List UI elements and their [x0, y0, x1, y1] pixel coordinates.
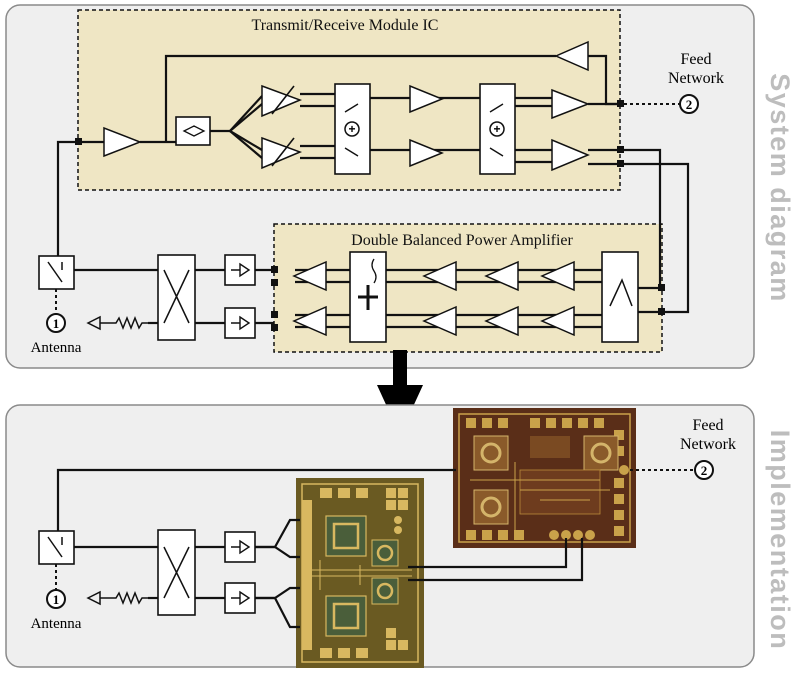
pa-port-out-c — [271, 311, 278, 318]
trm-port-tx-a — [617, 146, 624, 153]
trm-port-feed — [617, 100, 624, 107]
trm-chip-photo — [453, 408, 636, 548]
impl-feed-label-line2: Network — [680, 436, 736, 453]
feed-label-line2: Network — [668, 70, 724, 87]
trm-ic-title: Transmit/Receive Module IC — [252, 17, 439, 34]
pa-port-in-a — [658, 284, 665, 291]
trm-port-tx-b — [617, 160, 624, 167]
pa-port-out-a — [271, 266, 278, 273]
impl-antenna-port-number: 1 — [53, 592, 60, 607]
impl-tr-switch-box — [39, 531, 74, 564]
system-diagram-label: System diagram — [765, 73, 795, 303]
implementation-label: Implementation — [765, 430, 795, 651]
combiner-1-plus: + — [348, 122, 355, 136]
combiner-2-plus: + — [493, 122, 500, 136]
impl-feed-label-line1: Feed — [692, 417, 723, 434]
impl-antenna-label: Antenna — [31, 616, 82, 632]
pa-port-out-b — [271, 279, 278, 286]
pa-chip-photo — [296, 478, 424, 668]
tr-switch-box — [39, 256, 74, 289]
antenna-port-number: 1 — [53, 316, 60, 331]
antenna-label: Antenna — [31, 340, 82, 356]
pa-port-in-b — [658, 308, 665, 315]
impl-feed-port-number: 2 — [701, 463, 708, 478]
feed-port-number: 2 — [686, 97, 693, 112]
feed-label-line1: Feed — [680, 51, 711, 68]
pa-port-out-d — [271, 324, 278, 331]
pa-output-balun-box — [602, 252, 638, 342]
pa-title: Double Balanced Power Amplifier — [351, 232, 573, 249]
trm-port-input — [75, 138, 82, 145]
